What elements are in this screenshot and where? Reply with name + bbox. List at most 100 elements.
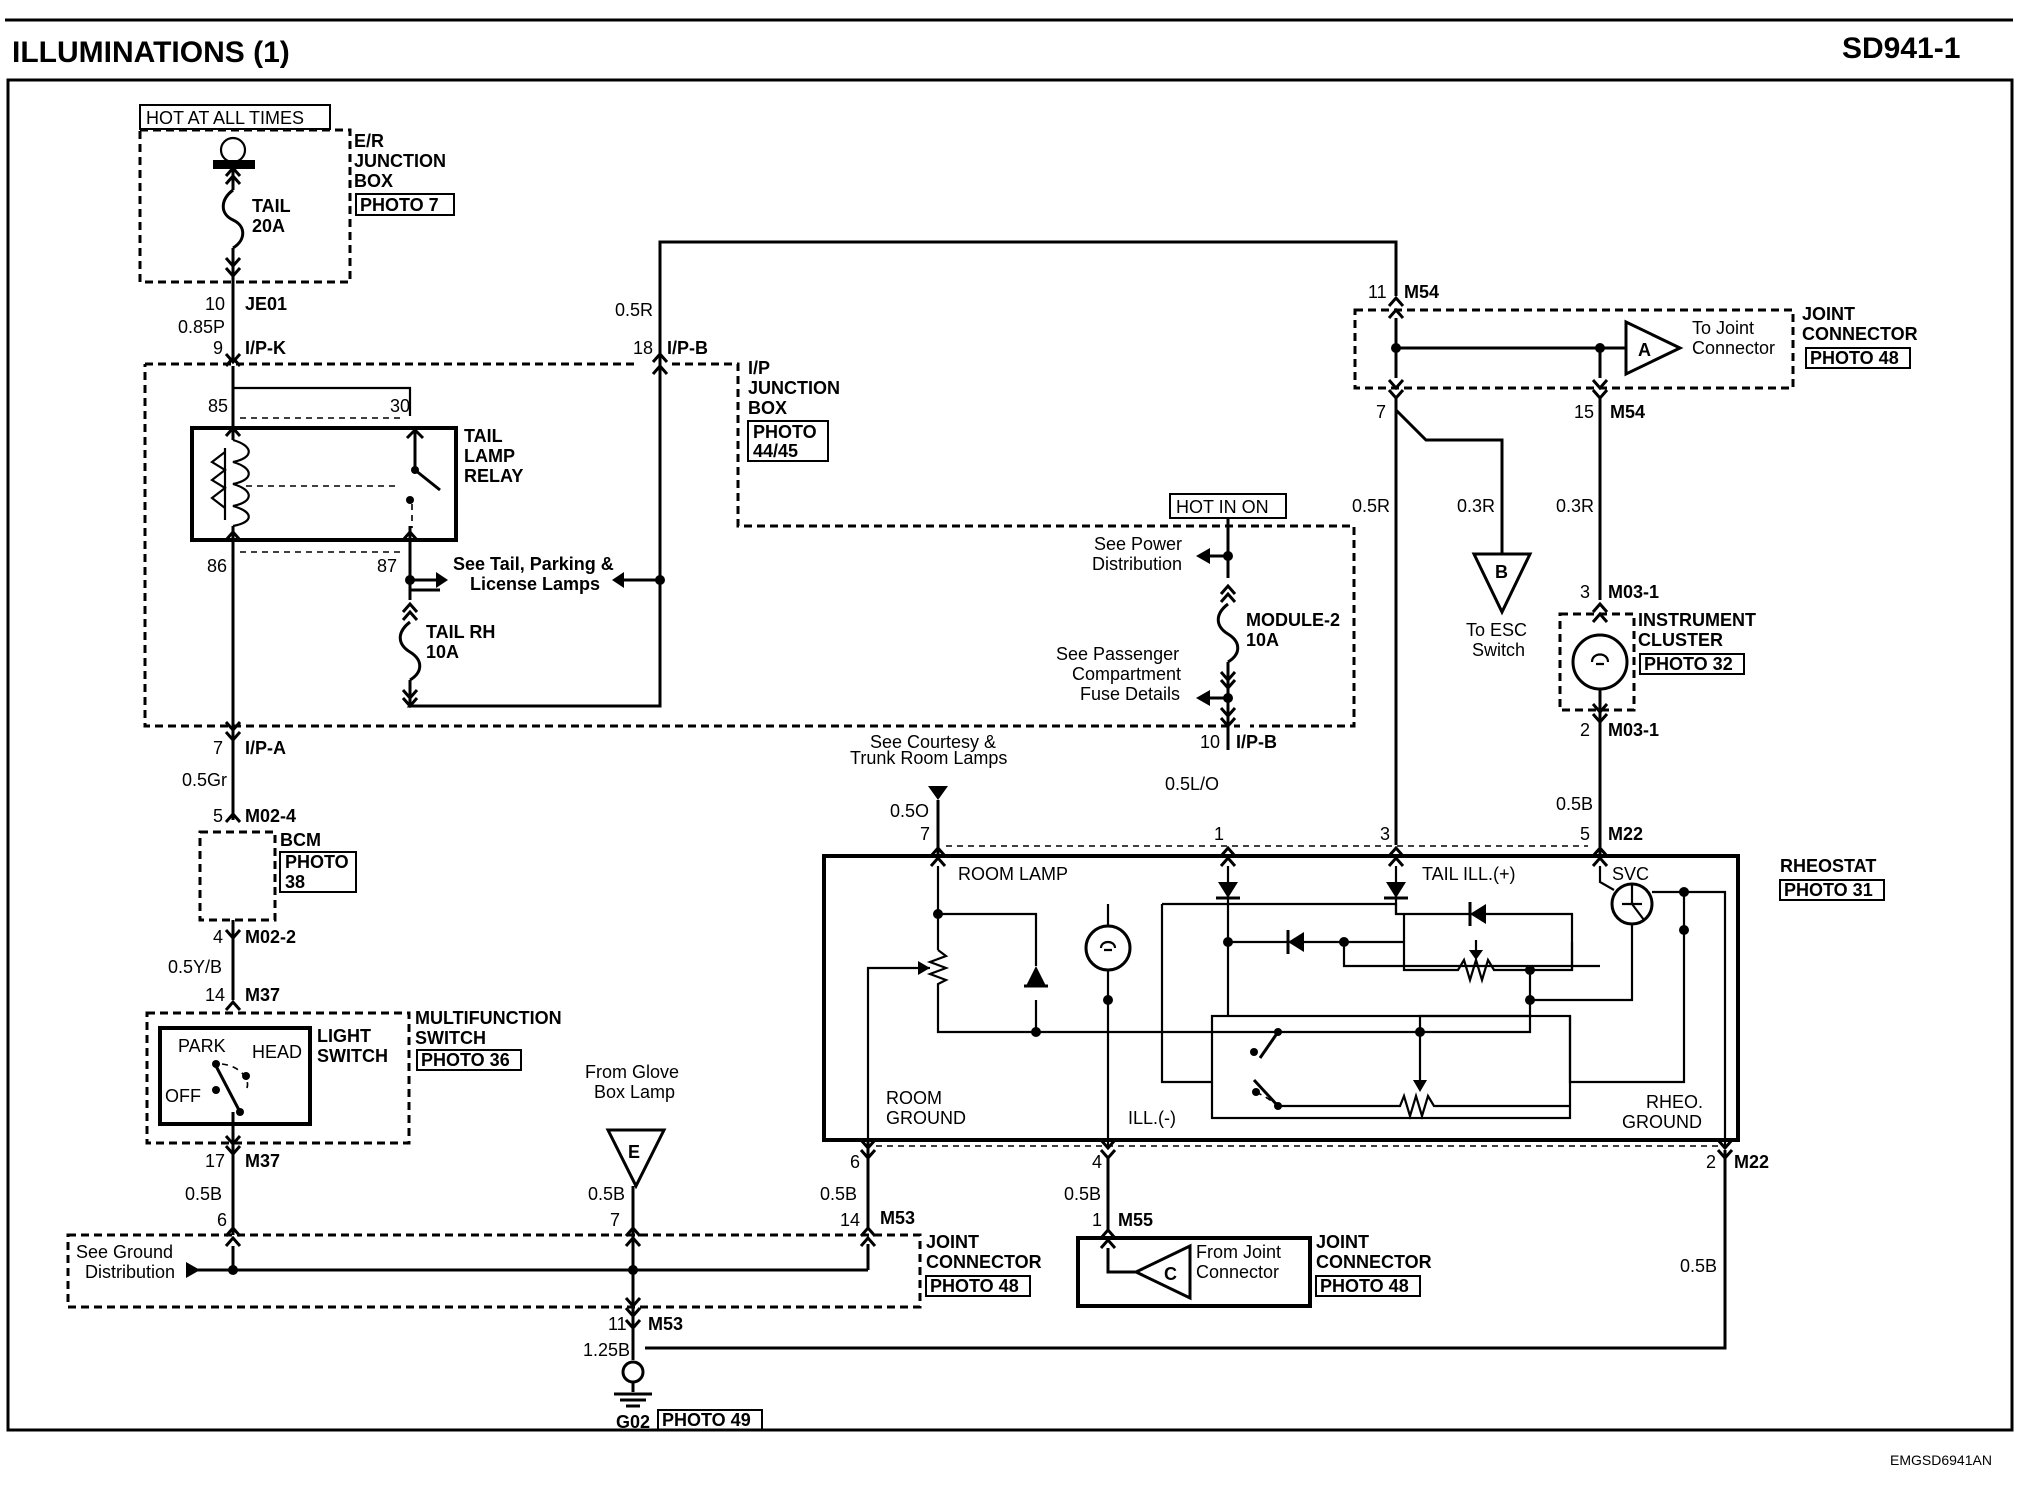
svg-text:SVC: SVC xyxy=(1612,864,1649,884)
diagram-code: SD941-1 xyxy=(1842,32,1960,65)
svg-text:BCM: BCM xyxy=(280,830,321,850)
svg-text:CONNECTOR: CONNECTOR xyxy=(926,1252,1042,1272)
svg-text:9: 9 xyxy=(213,338,223,358)
fuse-module2-icon xyxy=(1216,602,1240,664)
svg-text:3: 3 xyxy=(1380,824,1390,844)
g02-photo: PHOTO 49 xyxy=(662,1410,751,1430)
svg-text:ROOM LAMP: ROOM LAMP xyxy=(958,864,1068,884)
svg-text:M55: M55 xyxy=(1118,1210,1153,1230)
svg-text:1.25B: 1.25B xyxy=(583,1340,630,1360)
svg-text:3: 3 xyxy=(1580,582,1590,602)
svg-text:7: 7 xyxy=(213,738,223,758)
svg-text:14: 14 xyxy=(205,985,225,1005)
svg-text:10: 10 xyxy=(1200,732,1220,752)
svg-text:ROOM: ROOM xyxy=(886,1088,942,1108)
svg-text:10: 10 xyxy=(205,294,225,314)
fuse-tail-rh-icon xyxy=(398,620,422,682)
ground-symbol-icon xyxy=(614,1382,652,1408)
svg-text:From Glove: From Glove xyxy=(585,1062,679,1082)
svg-text:See Power: See Power xyxy=(1094,534,1182,554)
svg-text:Switch: Switch xyxy=(1472,640,1525,660)
svg-text:BOX: BOX xyxy=(354,171,393,191)
svg-text:M53: M53 xyxy=(648,1314,683,1334)
svg-text:0.5Gr: 0.5Gr xyxy=(182,770,227,790)
svg-text:LAMP: LAMP xyxy=(464,446,515,466)
svg-text:0.5Y/B: 0.5Y/B xyxy=(168,957,222,977)
svg-text:0.5R: 0.5R xyxy=(615,300,653,320)
svg-text:I/P-B: I/P-B xyxy=(1236,732,1277,752)
svg-text:CONNECTOR: CONNECTOR xyxy=(1802,324,1918,344)
svg-text:M02-2: M02-2 xyxy=(245,927,296,947)
svg-text:Distribution: Distribution xyxy=(85,1262,175,1282)
relay-coil-icon xyxy=(232,438,250,528)
svg-text:Connector: Connector xyxy=(1196,1262,1279,1282)
svg-text:Connector: Connector xyxy=(1692,338,1775,358)
diode-icon xyxy=(1288,932,1304,952)
wire-rheo-ground xyxy=(645,1150,1727,1350)
svg-text:TAIL RH: TAIL RH xyxy=(426,622,495,642)
svg-text:JOINT: JOINT xyxy=(1316,1232,1369,1252)
joint-conn-top-photo: PHOTO 48 xyxy=(1810,348,1899,368)
svg-text:GROUND: GROUND xyxy=(1622,1112,1702,1132)
svg-text:30: 30 xyxy=(390,396,410,416)
svg-text:G02: G02 xyxy=(616,1412,650,1432)
svg-text:M54: M54 xyxy=(1610,402,1645,422)
svg-text:38: 38 xyxy=(285,872,305,892)
joint-connector-top-right: 11 M54 A To Joint Connector JOINT CONNEC… xyxy=(1353,282,1918,401)
svg-text:Fuse Details: Fuse Details xyxy=(1080,684,1180,704)
svg-text:M03-1: M03-1 xyxy=(1608,582,1659,602)
svg-text:I/P-K: I/P-K xyxy=(245,338,286,358)
er-junction-box: HOT AT ALL TIMES E/R JUNCTION BOX PHOTO … xyxy=(138,104,455,300)
svg-text:0.5B: 0.5B xyxy=(1556,794,1593,814)
svg-text:14: 14 xyxy=(840,1210,860,1230)
fuse-tail-20a-icon xyxy=(221,188,245,250)
svg-text:C: C xyxy=(1164,1264,1177,1284)
svg-text:B: B xyxy=(1495,562,1508,582)
arrow-right-icon xyxy=(436,572,448,588)
svg-text:See Courtesy &: See Courtesy & xyxy=(870,732,996,752)
svg-text:0.3R: 0.3R xyxy=(1556,496,1594,516)
cluster-lamp-icon xyxy=(1571,633,1629,691)
svg-text:OFF: OFF xyxy=(165,1086,201,1106)
svg-text:LIGHT: LIGHT xyxy=(317,1026,371,1046)
svg-text:M22: M22 xyxy=(1734,1152,1769,1172)
svg-text:6: 6 xyxy=(850,1152,860,1172)
svg-text:M54: M54 xyxy=(1404,282,1439,302)
light-switch-contact xyxy=(214,1065,242,1113)
svg-text:7: 7 xyxy=(920,824,930,844)
svg-text:M37: M37 xyxy=(245,1151,280,1171)
svg-text:E/R: E/R xyxy=(354,131,384,151)
svg-text:HEAD: HEAD xyxy=(252,1042,302,1062)
svg-text:0.85P: 0.85P xyxy=(178,317,225,337)
joint-connector-bottom-left: See Ground Distribution JOINT CONNECTOR … xyxy=(66,1225,1042,1309)
svg-text:Box Lamp: Box Lamp xyxy=(594,1082,675,1102)
ground-point-icon xyxy=(621,1360,645,1384)
illumination-lamp-icon xyxy=(1084,924,1132,972)
svg-text:A: A xyxy=(1638,340,1651,360)
svg-text:1: 1 xyxy=(1092,1210,1102,1230)
wiper-arrow-icon xyxy=(918,961,930,975)
svg-text:1: 1 xyxy=(1214,824,1224,844)
svg-text:11: 11 xyxy=(1368,282,1387,302)
svg-text:0.5B: 0.5B xyxy=(1064,1184,1101,1204)
svg-text:INSTRUMENT: INSTRUMENT xyxy=(1638,610,1756,630)
svg-text:11: 11 xyxy=(608,1314,627,1334)
wiper-arrow-icon xyxy=(1469,950,1483,960)
svg-text:JUNCTION: JUNCTION xyxy=(354,151,446,171)
svg-text:RHEO.: RHEO. xyxy=(1646,1092,1703,1112)
arrow-left-icon xyxy=(1196,690,1210,706)
bcm-module xyxy=(198,830,277,922)
svg-text:BOX: BOX xyxy=(748,398,787,418)
svg-text:17: 17 xyxy=(205,1151,225,1171)
battery-bar xyxy=(213,160,255,169)
svg-text:See Passenger: See Passenger xyxy=(1056,644,1179,664)
diode-icon xyxy=(1218,882,1238,898)
svg-text:MULTIFUNCTION: MULTIFUNCTION xyxy=(415,1008,562,1028)
svg-text:15: 15 xyxy=(1574,402,1594,422)
svg-text:2: 2 xyxy=(1580,720,1590,740)
instrument-cluster-photo: PHOTO 32 xyxy=(1644,654,1733,674)
instrument-cluster: INSTRUMENT CLUSTER PHOTO 32 xyxy=(1558,610,1756,712)
svg-text:JOINT: JOINT xyxy=(1802,304,1855,324)
svg-text:5: 5 xyxy=(213,806,223,826)
